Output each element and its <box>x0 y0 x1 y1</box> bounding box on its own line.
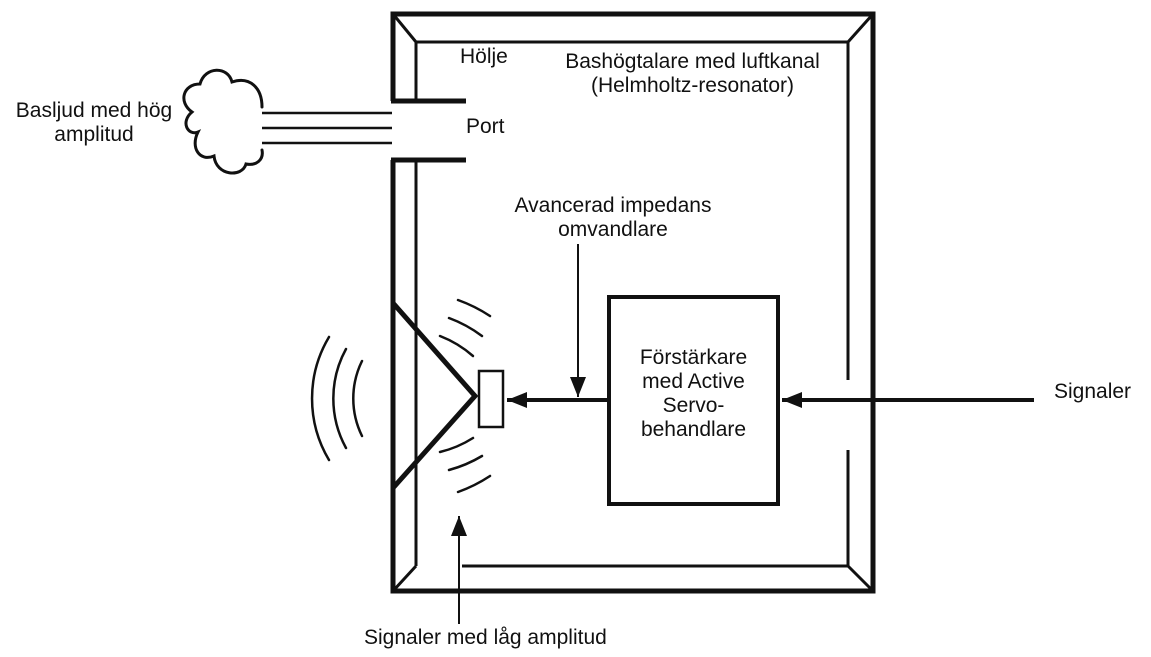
air-flow-lines <box>262 111 392 145</box>
enclosure-label: Hölje <box>460 45 508 68</box>
enclosure-inner-wall <box>391 13 875 593</box>
amplifier-line1: Förstärkare <box>639 346 748 369</box>
amplifier-box <box>607 295 780 506</box>
bass-sound-line1: Basljud med hög <box>15 99 173 122</box>
port-tube <box>391 98 466 163</box>
converter-line1: Avancerad impedans <box>514 194 712 217</box>
inner-sound-waves-lower <box>438 436 492 494</box>
inner-sound-waves-upper <box>438 298 492 358</box>
enclosure-outer-wall <box>390 11 876 594</box>
converter-label: Avancerad impedans omvandlare <box>483 194 743 242</box>
amplifier-line2: med Active <box>642 370 745 393</box>
speaker-title: Bashögtalare med luftkanal (Helmholtz-re… <box>540 50 845 98</box>
speaker-title-line1: Bashögtalare med luftkanal <box>565 50 820 73</box>
signals-in-label: Signaler <box>1054 380 1132 403</box>
converter-line2: omvandlare <box>558 218 668 241</box>
port-label: Port <box>466 115 505 138</box>
outer-sound-waves <box>310 335 364 462</box>
voice-coil <box>477 369 505 429</box>
bass-sound-line2: amplitud <box>54 123 134 146</box>
amplifier-line3: Servo- <box>662 394 725 417</box>
low-amplitude-label: Signaler med låg amplitud <box>364 626 607 649</box>
amplifier-label: Förstärkare med Active Servo- behandlare <box>611 346 776 442</box>
amplifier-line4: behandlare <box>640 418 747 441</box>
speaker-cone <box>391 301 479 490</box>
sound-cloud <box>182 68 264 175</box>
speaker-title-line2: (Helmholtz-resonator) <box>590 74 795 97</box>
bass-sound-label: Basljud med hög amplitud <box>0 99 188 147</box>
